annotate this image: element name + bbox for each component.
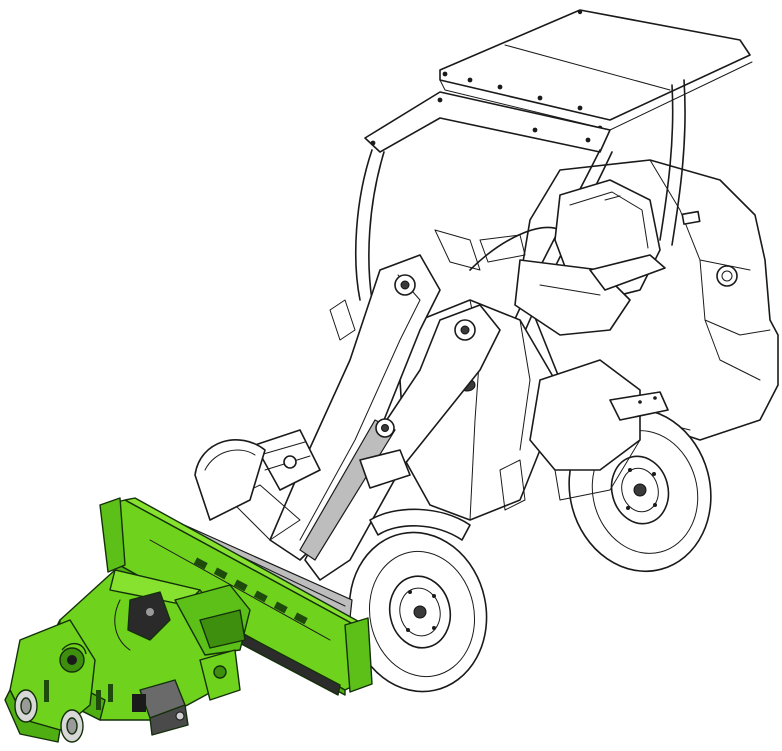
green-attachment	[4, 497, 373, 743]
front-wheel	[348, 508, 488, 693]
detail-lines	[329, 229, 526, 511]
lift-arm	[229, 254, 501, 581]
operator-seat	[514, 179, 666, 336]
front-far-wheel	[194, 439, 266, 521]
roof-canopy	[439, 9, 753, 131]
